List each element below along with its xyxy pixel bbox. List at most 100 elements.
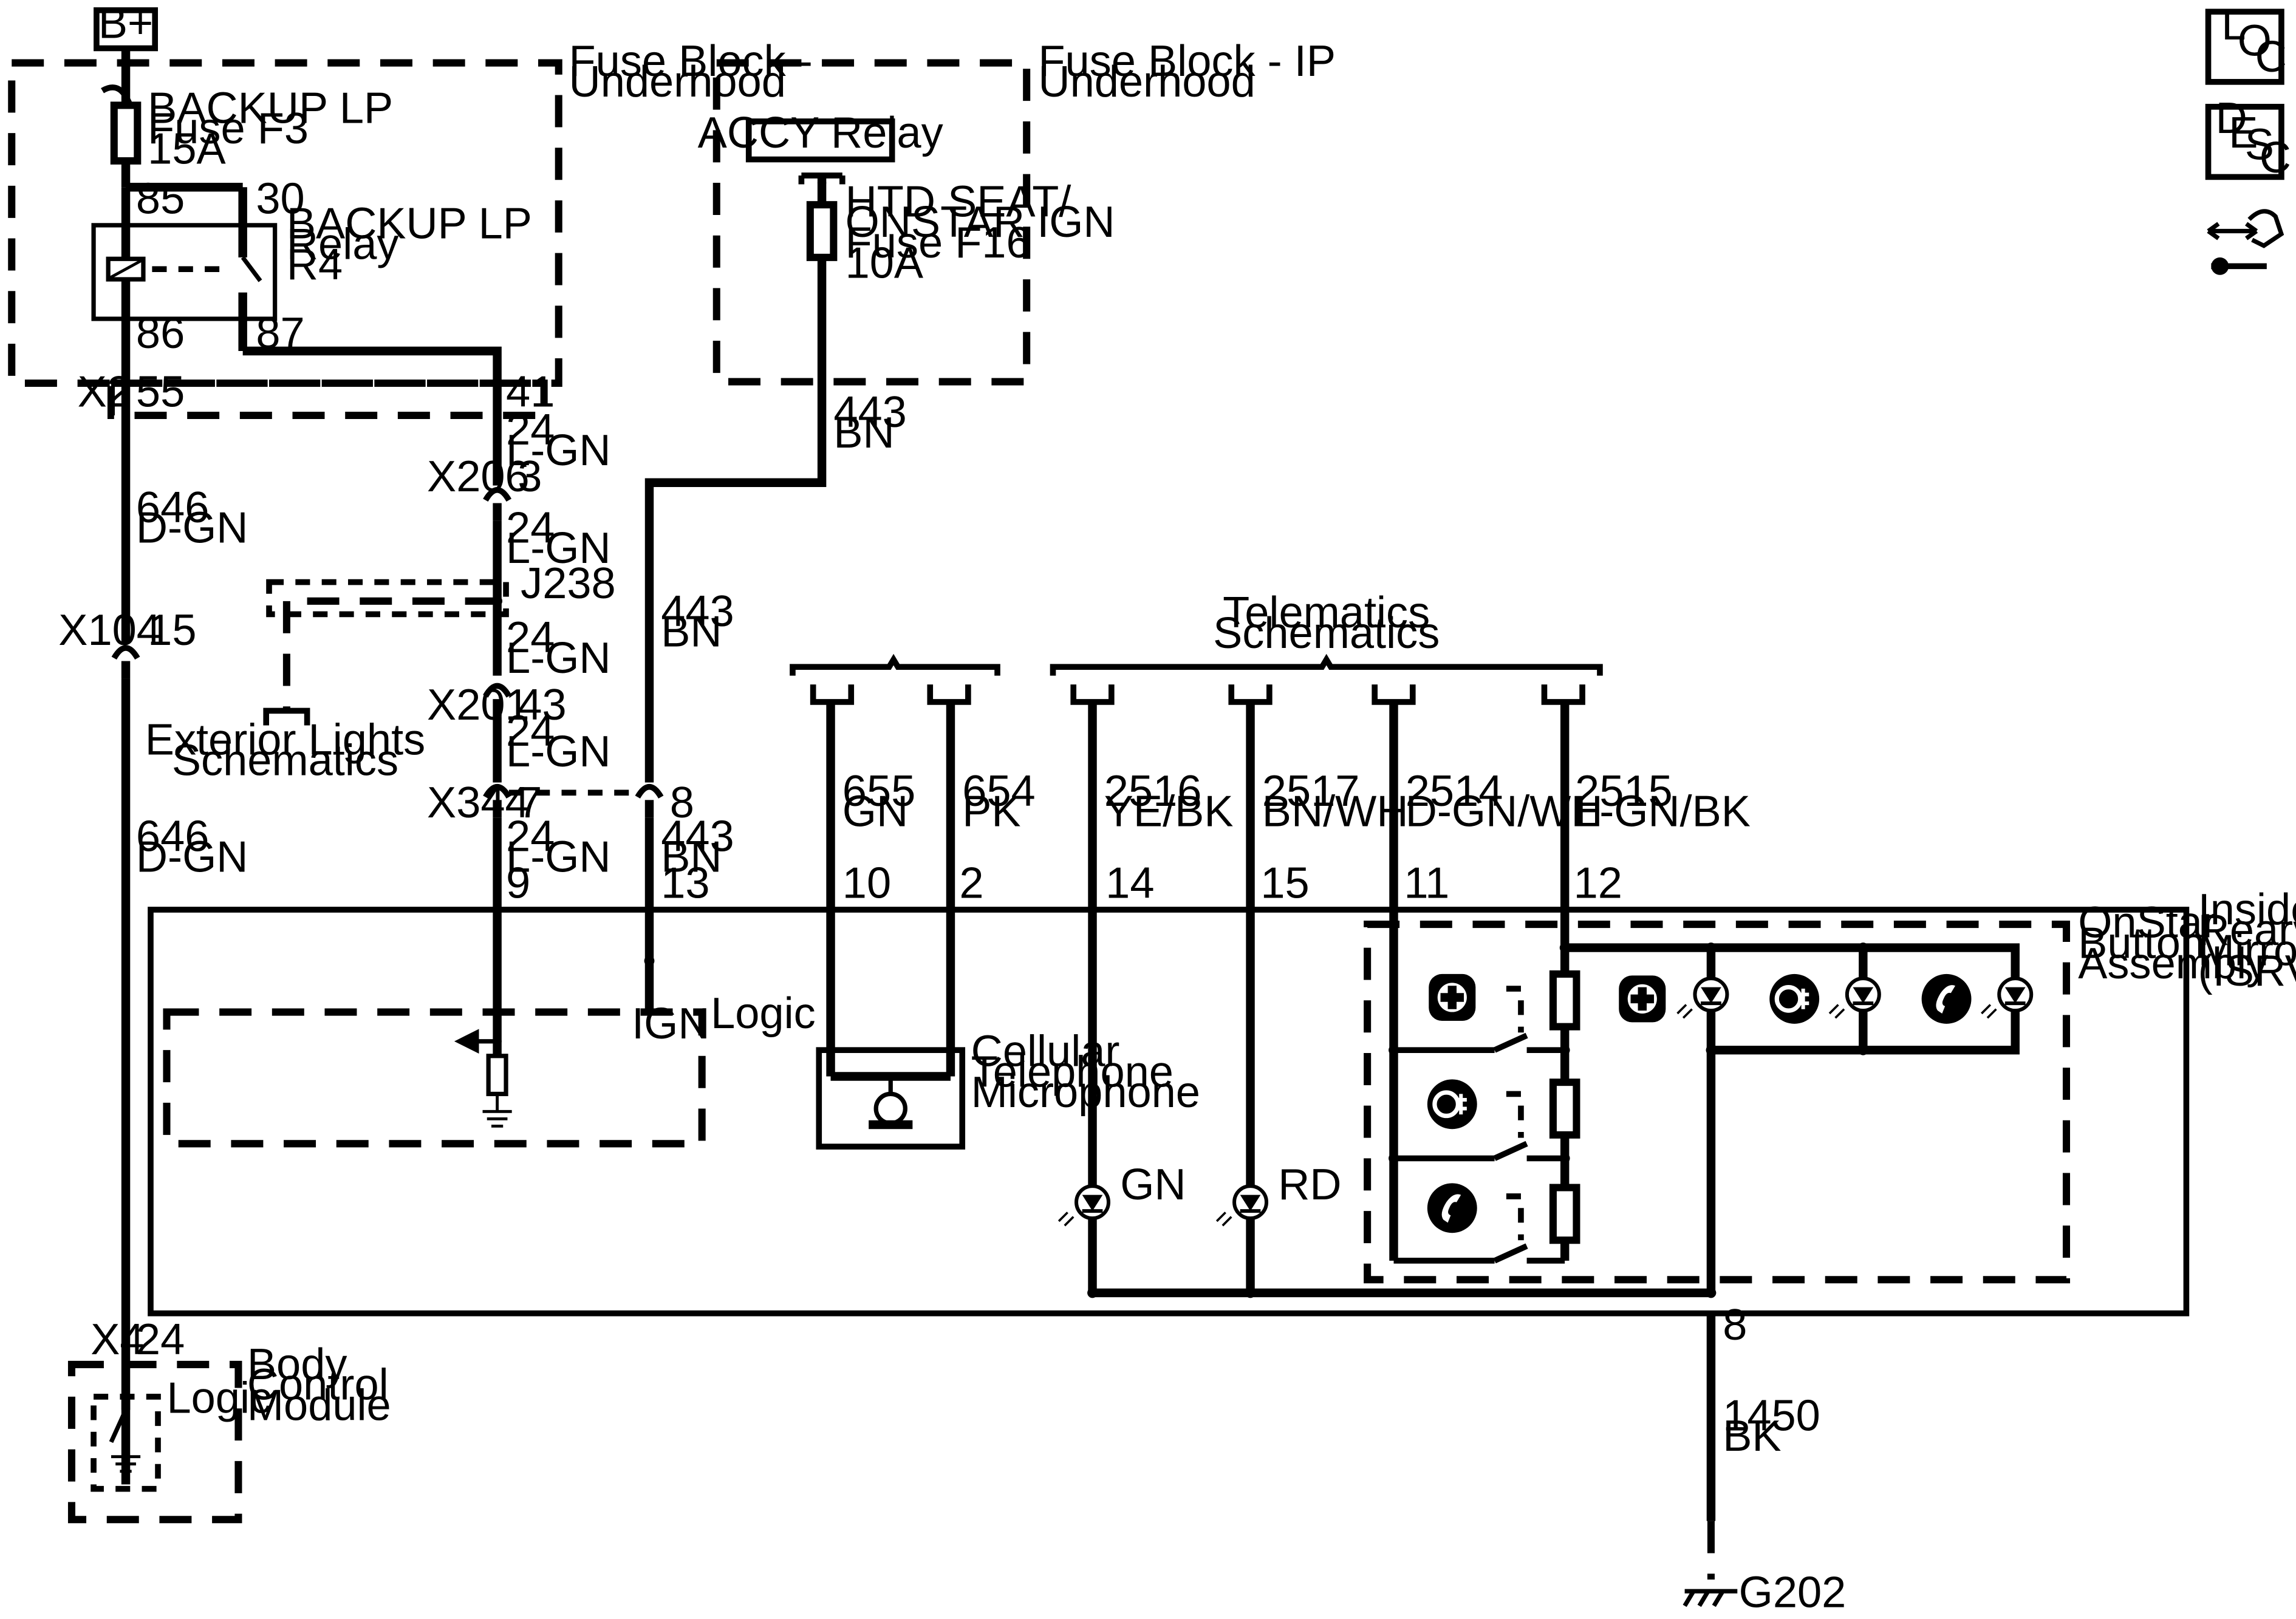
svg-text:X4: X4 xyxy=(91,1315,144,1364)
bcm-ground-symbol xyxy=(111,1455,141,1473)
svg-text:7: 7 xyxy=(518,779,542,827)
x206-connector xyxy=(483,487,512,502)
exterior-lights-link[interactable] xyxy=(263,707,310,726)
svg-text:2516: 2516 xyxy=(1104,767,1202,816)
body-control-module xyxy=(67,1360,242,1524)
isrvm-outline xyxy=(148,907,2190,1317)
svg-text:B+: B+ xyxy=(98,0,153,48)
onstar-indicator-icon xyxy=(1769,974,1819,1024)
onstar-indicator-led xyxy=(1830,978,1879,1018)
phone-indicator-icon xyxy=(1921,973,1972,1024)
svg-text:D-GN: D-GN xyxy=(136,833,248,881)
svg-text:24: 24 xyxy=(506,406,555,454)
svg-text:2517: 2517 xyxy=(1262,767,1360,816)
svg-text:Underhood: Underhood xyxy=(1038,58,1255,106)
svg-text:13: 13 xyxy=(661,859,709,908)
svg-text:BN: BN xyxy=(661,833,722,881)
accy-relay-box xyxy=(745,118,895,163)
svg-text:GN: GN xyxy=(1120,1161,1186,1209)
emergency-indicator-led xyxy=(1678,978,1727,1018)
fuse-f3-label: BACKUP LP xyxy=(148,84,393,132)
svg-text:BK: BK xyxy=(1723,1412,1781,1461)
svg-text:Telephone: Telephone xyxy=(971,1048,1174,1096)
svg-text:Module: Module xyxy=(247,1381,391,1430)
svg-text:Schematics: Schematics xyxy=(1213,609,1440,658)
svg-text:C: C xyxy=(2255,33,2287,81)
desc-icon[interactable]: D E S C xyxy=(2205,94,2291,182)
connector-views-icon[interactable] xyxy=(2207,209,2284,275)
svg-text:L-GN/BK: L-GN/BK xyxy=(1575,788,1751,836)
svg-text:10A: 10A xyxy=(846,239,924,288)
input-arrow xyxy=(454,1029,497,1054)
svg-text:D-GN: D-GN xyxy=(136,503,248,552)
svg-text:Schematics: Schematics xyxy=(172,736,398,785)
svg-text:Fuse F16: Fuse F16 xyxy=(846,219,1031,267)
svg-text:646: 646 xyxy=(136,813,209,861)
svg-text:15A: 15A xyxy=(148,125,226,174)
svg-text:Rearview: Rearview xyxy=(2198,906,2296,955)
fuse-f16 xyxy=(806,201,838,261)
svg-text:L-GN: L-GN xyxy=(506,833,611,881)
svg-text:24: 24 xyxy=(506,813,555,861)
svg-text:15: 15 xyxy=(148,606,196,655)
connector-bracket-telematics xyxy=(1050,653,1603,676)
fuse-f3 xyxy=(110,101,142,165)
svg-text:D-GN/WH: D-GN/WH xyxy=(1406,788,1603,836)
telematics-link[interactable]: Telematics xyxy=(1223,588,1430,637)
svg-text:10: 10 xyxy=(842,859,891,908)
svg-text:L: L xyxy=(2221,1,2246,49)
svg-text:IGN: IGN xyxy=(632,1000,709,1048)
svg-text:14: 14 xyxy=(1105,859,1154,908)
svg-text:2: 2 xyxy=(959,859,983,908)
svg-text:Assembly: Assembly xyxy=(2078,939,2268,988)
svg-text:L-GN: L-GN xyxy=(506,426,611,475)
phone-indicator-led xyxy=(1981,978,2031,1018)
wire-24-l-gn-top xyxy=(242,346,502,486)
x104-connector xyxy=(111,645,140,660)
cellular-microphone xyxy=(816,1047,966,1150)
svg-text:654: 654 xyxy=(962,767,1035,816)
svg-text:X344: X344 xyxy=(427,779,530,827)
emergency-button-icon[interactable] xyxy=(1429,973,1476,1021)
loc-icon[interactable]: L O C xyxy=(2205,1,2287,85)
svg-text:9: 9 xyxy=(506,859,530,908)
svg-text:X104: X104 xyxy=(58,606,161,655)
isrvm-logic-block xyxy=(163,1008,706,1148)
svg-text:E: E xyxy=(2229,109,2258,157)
svg-text:Logic: Logic xyxy=(711,989,816,1038)
ground-g202-symbol xyxy=(1683,1589,1738,1607)
wire-443-bn xyxy=(644,257,827,783)
svg-text:30: 30 xyxy=(256,175,304,223)
svg-text:PK: PK xyxy=(962,788,1020,836)
x344-connector xyxy=(483,784,512,799)
x2-connector xyxy=(107,379,548,419)
svg-text:12: 12 xyxy=(1574,859,1622,908)
svg-text:Microphone: Microphone xyxy=(971,1068,1200,1117)
svg-text:G202: G202 xyxy=(1739,1569,1847,1617)
svg-text:24: 24 xyxy=(506,613,555,662)
svg-text:L-GN: L-GN xyxy=(506,728,611,776)
svg-text:8: 8 xyxy=(1723,1301,1747,1349)
phone-button-icon[interactable] xyxy=(1427,1183,1477,1233)
svg-text:D: D xyxy=(2216,94,2247,143)
onstar-button-icon[interactable] xyxy=(1427,1079,1477,1129)
fuse-block-ip-label: Fuse Block - IP xyxy=(1038,37,1336,86)
svg-text:GN: GN xyxy=(842,788,908,836)
svg-text:443: 443 xyxy=(833,388,906,437)
svg-text:ONSTAR IGN: ONSTAR IGN xyxy=(846,198,1115,247)
svg-text:O: O xyxy=(2238,17,2272,66)
svg-text:C: C xyxy=(2260,134,2291,182)
ground-symbol xyxy=(482,1094,512,1128)
svg-text:Mirror: Mirror xyxy=(2198,926,2296,975)
svg-text:BN: BN xyxy=(833,409,894,457)
svg-text:1450: 1450 xyxy=(1723,1391,1820,1440)
svg-text:655: 655 xyxy=(842,767,915,816)
svg-text:24: 24 xyxy=(506,503,555,552)
svg-text:Relay: Relay xyxy=(287,220,399,268)
svg-text:L-GN: L-GN xyxy=(506,634,611,683)
svg-text:Underhood: Underhood xyxy=(569,58,786,106)
emergency-indicator-icon xyxy=(1619,975,1666,1023)
svg-text:(ISRVM): (ISRVM) xyxy=(2198,947,2296,995)
svg-text:85: 85 xyxy=(136,175,185,223)
